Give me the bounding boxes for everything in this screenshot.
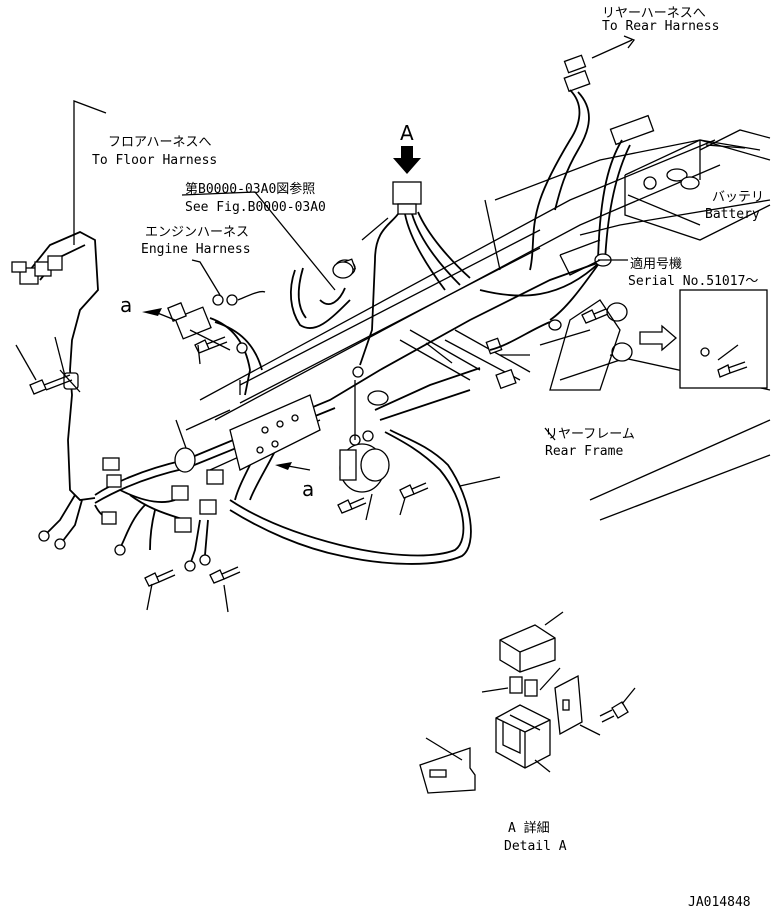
engine-harness-label-jp: エンジンハーネス [145,225,249,240]
battery [624,129,771,241]
engine-harness [167,290,266,396]
arrow-rear-harness-icon [591,35,636,59]
bolt-6 [399,482,429,499]
detail-a-assembly [419,611,636,794]
mark-a-center: a [302,477,314,501]
floor-harness-label-en: To Floor Harness [92,153,217,168]
rear-frame-plate [549,299,621,391]
relay-plate [229,394,321,471]
serial-inset [679,289,768,389]
ref-label-jp: 第B0000-03A0図参照 [185,181,315,197]
ground-cable-loop [229,429,472,565]
drawing-number: JA014848 [688,895,751,910]
arrow-a-detail-icon [142,308,162,316]
battery-relay [339,329,531,493]
rear-harness-label-jp: リヤーハーネスへ [602,6,706,21]
bolt-2 [194,336,228,354]
battery-label-jp: バッテリ [712,190,764,205]
serial-label-jp: 適用号機 [630,256,682,272]
bolt-1 [29,374,73,395]
bolt-3 [144,569,176,587]
arrow-serial-inset-icon [639,324,677,352]
ref-label-en: See Fig.B0000-03A0 [185,200,326,215]
floor-harness-label-jp: フロアハーネスへ [108,135,211,150]
rear-harness-connectors [529,54,655,271]
arrow-a2-detail-icon [275,462,292,470]
bolt-4 [209,566,241,584]
detail-a-label-en: Detail A [504,839,567,854]
mark-a-left: a [120,293,132,317]
bolt-5 [337,497,367,514]
right-harness [479,239,612,351]
main-harness [94,261,601,572]
rear-frame-label-en: Rear Frame [545,444,623,459]
detail-a-label-jp: A 詳細 [508,820,550,836]
text-labels: リヤーハーネスへ To Rear Harness フロアハーネスへ To Flo… [92,6,764,910]
battery-label-en: Battery [705,207,760,222]
rear-harness-label-en: To Rear Harness [602,19,719,34]
bolt-7 [581,308,609,324]
engine-harness-label-en: Engine Harness [141,242,251,257]
floor-harness [11,231,99,550]
arrow-a-icon [393,146,421,174]
leader-lines [15,100,739,613]
connector-a-harness [352,181,471,440]
bolts [29,261,633,587]
rear-frame-label-jp: リヤーフレーム [545,427,635,442]
arrow-a-label: A [400,121,414,145]
serial-label-en: Serial No.51017～ [628,274,758,289]
